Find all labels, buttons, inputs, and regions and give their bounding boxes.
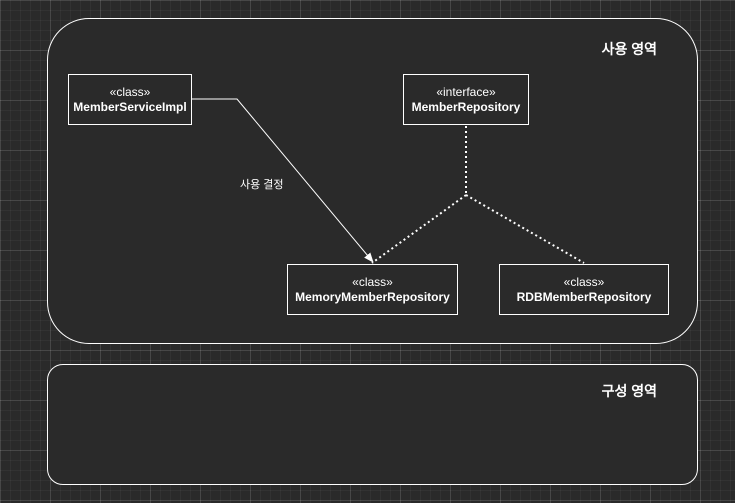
- node-stereotype: «class»: [352, 274, 393, 289]
- node-stereotype: «class»: [563, 274, 605, 289]
- edge-label-use-decision: 사용 결정: [240, 179, 284, 191]
- node-stereotype: «class»: [109, 84, 151, 99]
- node-name: RDBMemberRepository: [516, 289, 652, 304]
- node-name: MemberRepository: [411, 99, 521, 114]
- config-area: 구성 영역: [47, 364, 698, 485]
- rdb-member-repository-node[interactable]: «class» RDBMemberRepository: [499, 264, 669, 315]
- node-name: MemoryMemberRepository: [295, 289, 450, 304]
- memory-member-repository-node[interactable]: «class» MemoryMemberRepository: [287, 264, 458, 315]
- node-stereotype: «interface»: [436, 84, 496, 99]
- node-name: MemberServiceImpl: [73, 99, 187, 114]
- config-area-title: 구성 영역: [601, 383, 657, 399]
- edge-service-to-memory: [192, 98, 374, 263]
- edge-memory-to-interface: [371, 194, 467, 264]
- member-service-impl-node[interactable]: «class» MemberServiceImpl: [68, 74, 192, 125]
- member-repository-node[interactable]: «interface» MemberRepository: [403, 74, 529, 125]
- edge-rdb-to-interface: [465, 194, 585, 264]
- use-area-title: 사용 영역: [601, 41, 657, 57]
